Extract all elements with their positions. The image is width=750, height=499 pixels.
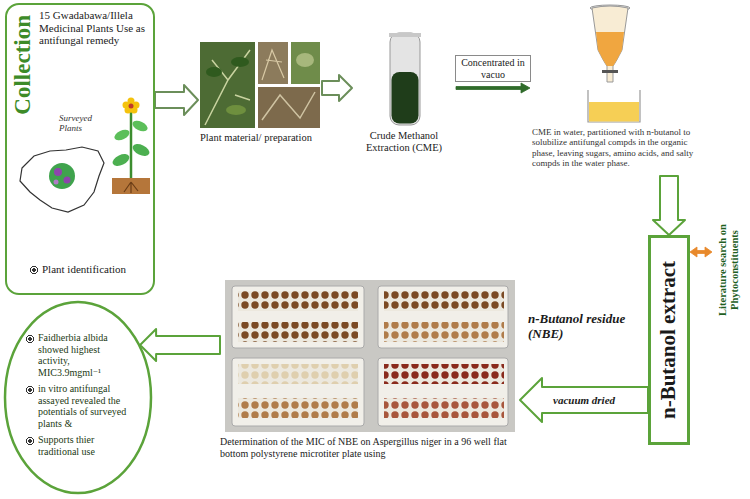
plant-icon <box>130 110 133 178</box>
plant-photos <box>262 92 315 120</box>
microtiter-plates-photo <box>238 291 358 311</box>
methanol-tube <box>389 33 421 125</box>
result-bullet: in vitro antifungal assayed revealed the… <box>25 383 133 429</box>
plant-icon <box>111 152 132 169</box>
microtiter-plates-photo <box>238 322 358 342</box>
ellipse-outline <box>5 302 151 493</box>
plant-photos <box>226 105 246 115</box>
nigeria-map <box>49 163 75 189</box>
microtiter-plates-photo <box>225 280 515 432</box>
edge-label: Concentrated in vacuo <box>455 55 531 82</box>
plant-photos <box>231 57 249 67</box>
mic-assay-step: Determination of the MIC of NBE on Asper… <box>220 278 520 467</box>
nigeria-map <box>54 168 62 176</box>
block-arrow <box>520 378 648 422</box>
nigeria-map <box>20 147 104 212</box>
methanol-tube <box>390 33 420 125</box>
block-arrow <box>322 75 352 101</box>
plant-icon <box>112 178 150 194</box>
block-arrow <box>653 176 685 235</box>
block-arrow <box>155 85 198 115</box>
separatory-funnel <box>596 32 624 66</box>
edge-label: vacuum dried <box>551 394 617 407</box>
side-note: Literature search on Phytoconstituents <box>712 195 746 345</box>
separatory-funnel <box>592 6 628 82</box>
plant-photos <box>291 42 320 84</box>
nigeria-map <box>64 177 71 184</box>
separatory-funnel <box>588 5 640 122</box>
map-caption: Surveyed Plants <box>59 113 109 134</box>
band-heading: n-Butanol extract <box>651 238 687 442</box>
step-caption: Plant material/ preparation <box>200 132 318 144</box>
microtiter-plates-photo <box>384 322 504 342</box>
partition-step: CME in water, partitioned with n-butanol… <box>530 5 706 176</box>
plant-icon <box>129 104 134 109</box>
block-arrow <box>140 329 220 361</box>
microtiter-plates-photo <box>232 358 364 426</box>
plant-photos <box>296 53 314 67</box>
results-ellipse: Faidherbia albida showed highest activit… <box>3 300 153 495</box>
step-caption: Crude Methanol Extraction (CME) <box>352 130 456 154</box>
microtiter-plates-photo <box>378 286 508 348</box>
methanol-tube <box>392 72 419 124</box>
microtiter-plates-photo <box>232 286 364 348</box>
separatory-funnel <box>589 102 639 122</box>
panel-heading: Collection <box>9 15 37 215</box>
plant-material-step: Plant material/ preparation <box>198 40 322 152</box>
microtiter-plates-photo <box>238 398 358 418</box>
microtiter-plates-photo <box>225 280 515 432</box>
plant-photos <box>258 87 320 128</box>
separatory-funnel <box>588 90 640 122</box>
plant-photos <box>258 42 288 84</box>
assay-caption: Determination of the MIC of NBE on Asper… <box>220 436 520 459</box>
collection-panel: Collection15 Gwadabawa/Illela Medicinal … <box>5 3 155 295</box>
result-bullet: Faidherbia albida showed highest activit… <box>25 332 133 378</box>
plant-photos <box>205 50 250 125</box>
plant-icon <box>131 142 152 159</box>
plant-photos <box>200 42 255 128</box>
double-arrow <box>690 247 712 257</box>
panel-description: 15 Gwadabawa/Illela Medicinal Plants Use… <box>39 9 151 47</box>
extraction-step: Crude Methanol Extraction (CME) <box>352 30 456 162</box>
microtiter-plates-photo <box>238 364 358 384</box>
butanol-extract-band: n-Butanol extract <box>648 235 690 445</box>
microtiter-plates-photo <box>384 398 504 418</box>
plant-icon <box>113 128 131 143</box>
microtiter-plates-photo <box>384 364 504 384</box>
thin-arrow <box>456 83 530 93</box>
plant-photos <box>200 42 320 128</box>
microtiter-plates-photo <box>384 291 504 311</box>
step-description: CME in water, partitioned with n-butanol… <box>532 127 704 168</box>
plant-photos <box>262 50 284 80</box>
microtiter-plates-photo <box>378 358 508 426</box>
flow-label: n-Butanol residue (NBE) <box>528 312 642 342</box>
plant-icon <box>124 182 138 193</box>
plant-icon <box>131 119 149 134</box>
nigeria-map <box>20 147 104 212</box>
plant-photos <box>206 67 222 77</box>
literature-search-note: Literature search on Phytoconstituents <box>712 195 746 345</box>
methanol-tube <box>389 33 421 37</box>
plant-icon <box>111 98 152 195</box>
text-column: Faidherbia albida showed highest activit… <box>25 332 133 462</box>
result-bullet: Supports thier traditional use <box>25 434 133 457</box>
nigeria-map <box>54 180 59 185</box>
separatory-funnel <box>602 70 618 73</box>
bullet-text: Plant identification <box>29 263 153 276</box>
